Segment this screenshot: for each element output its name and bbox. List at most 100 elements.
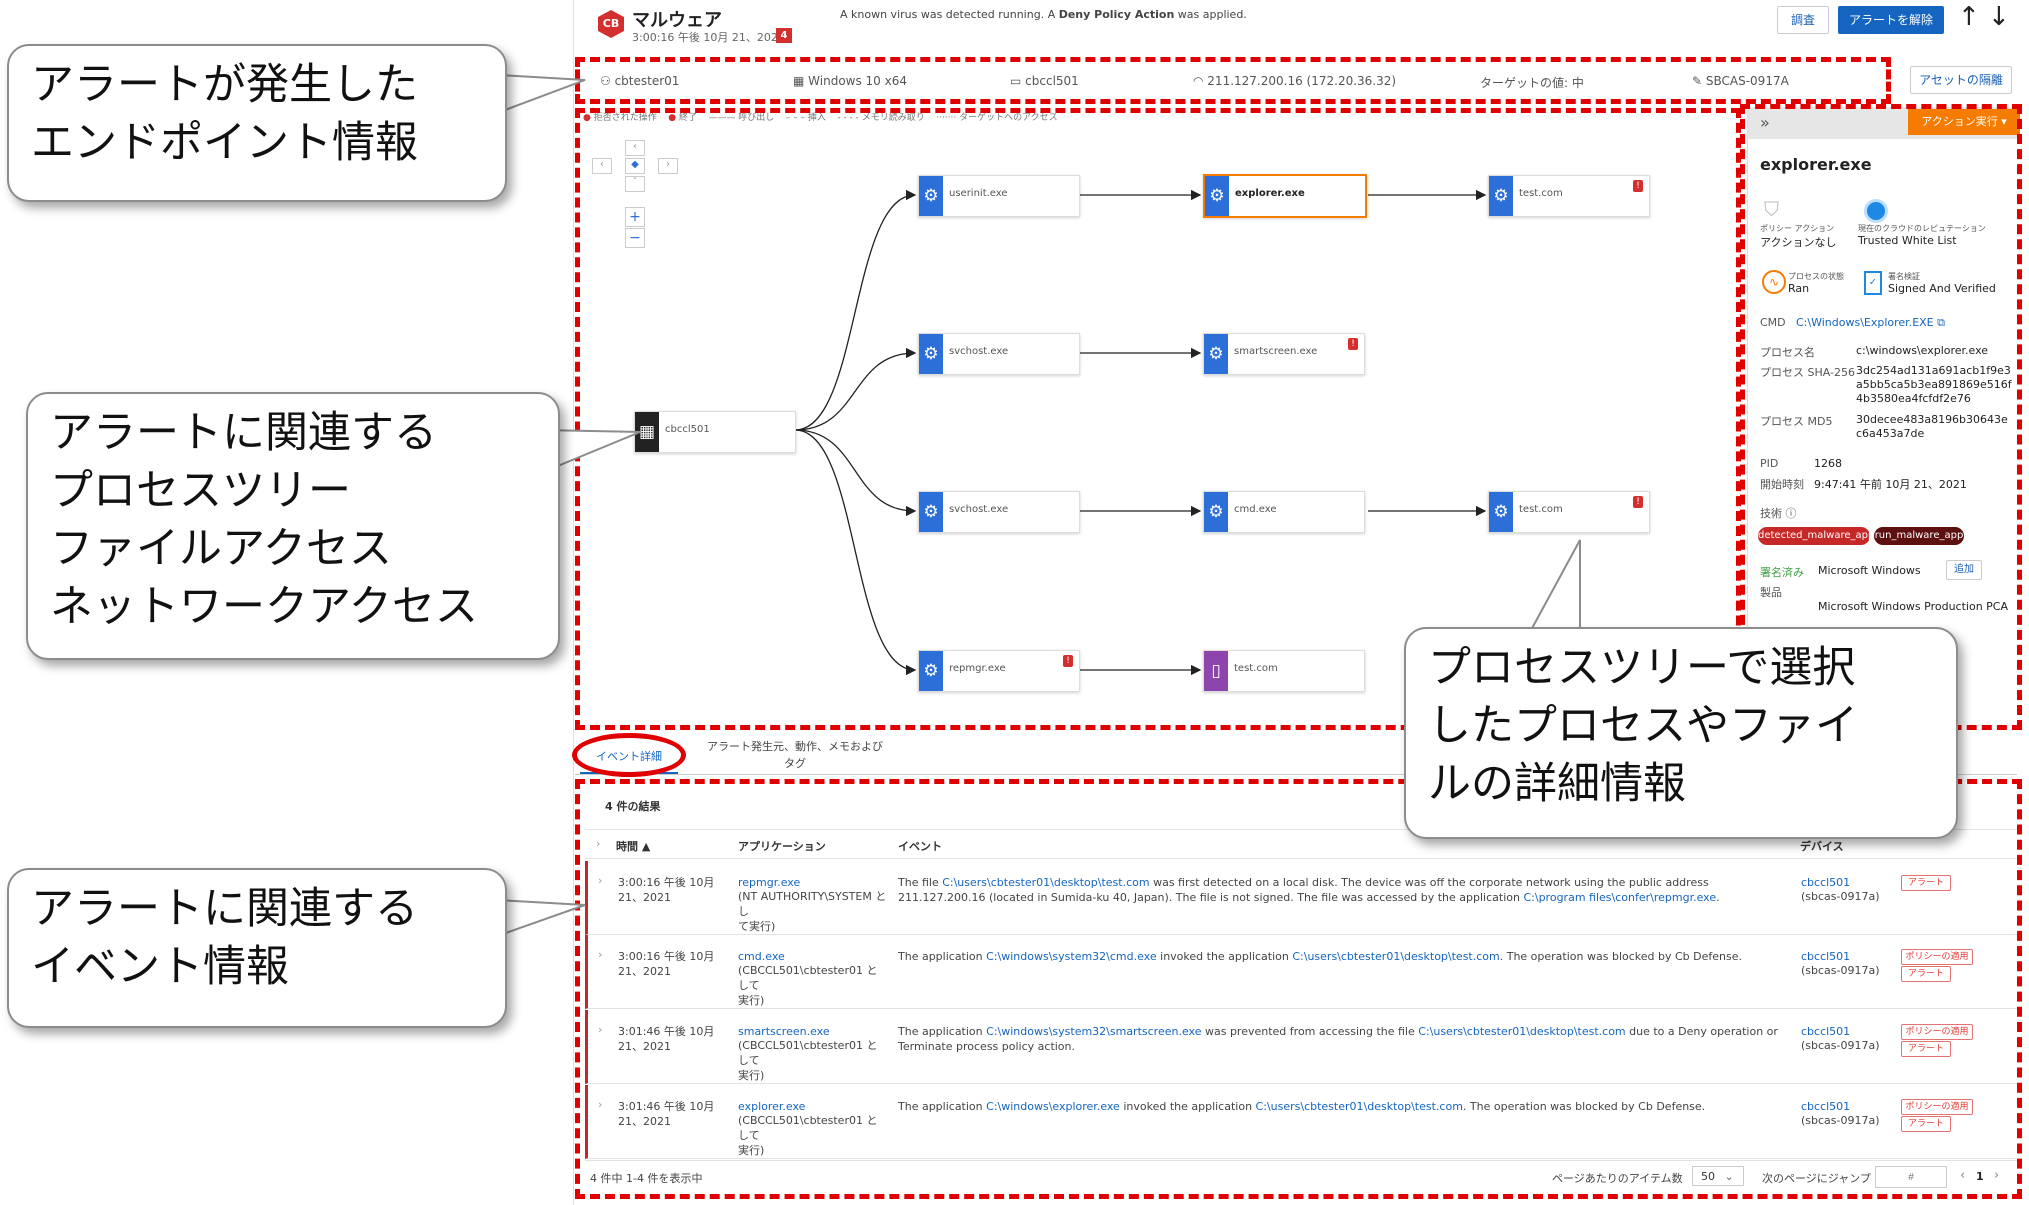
device-link[interactable]: cbccl501	[1801, 1100, 1851, 1113]
next-page-icon[interactable]: ›	[1994, 1168, 2000, 1183]
gear-icon: ⚙	[919, 334, 943, 374]
expand-row-icon[interactable]: ›	[598, 948, 603, 961]
process-detail-panel: » アクション実行 ▾ explorer.exe ⛉ ポリシー アクション アク…	[1747, 107, 2020, 702]
pan-right-button[interactable]: ›	[658, 158, 678, 174]
os-field: ▦ Windows 10 x64	[793, 74, 907, 88]
dismiss-alert-button[interactable]: アラートを解除	[1838, 6, 1944, 34]
app-link[interactable]: cmd.exe	[738, 950, 785, 963]
app-link[interactable]: smartscreen.exe	[738, 1025, 830, 1038]
node-svchost-2[interactable]: ⚙svchost.exe	[918, 491, 1080, 533]
path-link[interactable]: C:\users\cbtester01\desktop\test.com	[1255, 1100, 1463, 1113]
tag-run-malware[interactable]: run_malware_app	[1874, 527, 1964, 545]
center-button[interactable]: ◆	[625, 158, 645, 174]
path-link[interactable]: C:\users\cbtester01\desktop\test.com	[1418, 1025, 1626, 1038]
alert-badge-icon: !	[1633, 496, 1643, 508]
copy-icon[interactable]: ⧉	[1937, 316, 1945, 329]
alert-pill: アラート	[1901, 1041, 1951, 1057]
signature-icon: ✓	[1864, 271, 1882, 295]
target-value-field: ターゲットの値: 中	[1480, 76, 1584, 90]
path-link[interactable]: C:\windows\system32\cmd.exe	[986, 950, 1157, 963]
device-link[interactable]: cbccl501	[1801, 950, 1851, 963]
device-policy: (sbcas-0917a)	[1801, 890, 1880, 903]
legend-memory-read: - - - - メモリ読み取り	[837, 113, 925, 123]
event-text: . The operation was blocked by Cb Defens…	[1462, 1100, 1706, 1113]
pan-left-button[interactable]: ‹	[592, 158, 612, 174]
policy-field[interactable]: ✎ SBCAS-0917A	[1692, 74, 1789, 88]
pan-down-button[interactable]: ˇ	[625, 176, 645, 192]
md5-label: プロセス MD5	[1760, 415, 1833, 428]
signature-value: Signed And Verified	[1888, 282, 1996, 295]
node-cmd[interactable]: ⚙cmd.exe	[1203, 491, 1365, 533]
alert-pill: アラート	[1901, 966, 1951, 982]
gear-icon: ⚙	[1489, 492, 1513, 532]
path-link[interactable]: C:\program files\confer\repmgr.exe	[1523, 891, 1717, 904]
alert-type-title: マルウェア	[632, 10, 722, 31]
path-link[interactable]: C:\users\cbtester01\desktop\test.com	[942, 876, 1150, 889]
per-page-select[interactable]: 50 ⌄	[1692, 1166, 1744, 1186]
take-action-button[interactable]: アクション実行 ▾	[1908, 109, 2020, 135]
node-test-com-1[interactable]: ⚙test.com!	[1488, 175, 1650, 217]
investigate-button[interactable]: 調査	[1777, 6, 1829, 34]
node-test-com-file[interactable]: ▯test.com	[1203, 650, 1365, 692]
column-event[interactable]: イベント	[898, 840, 942, 853]
signed-value: Microsoft Windows	[1818, 564, 1921, 577]
callout-endpoint: アラートが発生した エンドポイント情報	[7, 44, 507, 202]
device-policy: (sbcas-0917a)	[1801, 1114, 1880, 1127]
tag-detected-malware[interactable]: detected_malware_app	[1758, 527, 1874, 545]
jump-page-input[interactable]	[1875, 1166, 1947, 1188]
path-link[interactable]: C:\users\cbtester01\desktop\test.com	[1292, 950, 1500, 963]
node-repmgr[interactable]: ⚙repmgr.exe!	[918, 650, 1080, 692]
expand-row-icon[interactable]: ›	[598, 1023, 603, 1036]
device-field[interactable]: ▭ cbccl501	[1010, 74, 1079, 88]
collapse-panel-icon[interactable]: »	[1760, 113, 1770, 132]
gear-icon: ⚙	[919, 492, 943, 532]
node-userinit[interactable]: ⚙userinit.exe	[918, 175, 1080, 217]
expand-all-icon[interactable]: ›	[596, 837, 601, 850]
device-link[interactable]: cbccl501	[1801, 876, 1851, 889]
node-explorer-selected[interactable]: ⚙explorer.exe	[1203, 174, 1367, 218]
user-field: ⚇ cbtester01	[600, 74, 680, 88]
previous-alert-arrow-icon[interactable]: ↑	[1958, 2, 1980, 32]
technique-label: 技術 ⓘ	[1760, 507, 1797, 520]
add-button[interactable]: 追加	[1946, 560, 1982, 580]
prev-page-icon[interactable]: ‹	[1960, 1168, 1966, 1183]
activity-icon: ∿	[1762, 270, 1786, 294]
zoom-in-button[interactable]: +	[625, 207, 645, 227]
graph-legend: ● 拒否された操作 ● 終了 ——— 呼び出し – – – 挿入 - - - -…	[583, 110, 1058, 123]
root-device-node[interactable]: ▦cbccl501	[634, 411, 796, 453]
gear-icon: ⚙	[919, 176, 943, 216]
help-icon[interactable]: ⓘ	[1785, 507, 1797, 520]
column-device[interactable]: デバイス	[1800, 840, 1844, 853]
path-link[interactable]: C:\windows\system32\smartscreen.exe	[986, 1025, 1202, 1038]
node-svchost-1[interactable]: ⚙svchost.exe	[918, 333, 1080, 375]
zoom-out-button[interactable]: −	[625, 228, 645, 248]
path-link[interactable]: C:\windows\explorer.exe	[986, 1100, 1120, 1113]
device-link[interactable]: cbccl501	[1801, 1025, 1851, 1038]
sha256-value: 3dc254ad131a691acb1f9e3a5bb5ca5b3ea89186…	[1856, 364, 2012, 405]
isolate-asset-button[interactable]: アセットの隔離	[1910, 66, 2012, 94]
next-alert-arrow-icon[interactable]: ↓	[1988, 2, 2010, 32]
event-text: invoked the application	[1119, 1100, 1256, 1113]
pan-up-button[interactable]: ‹	[625, 140, 645, 156]
reputation-icon	[1864, 199, 1888, 223]
tab-alert-origin[interactable]: アラート発生元、動作、メモおよびタグ	[707, 740, 883, 770]
legend-target-access: ······· ターゲットへのアクセス	[936, 113, 1058, 123]
node-smartscreen[interactable]: ⚙smartscreen.exe!	[1203, 333, 1365, 375]
expand-row-icon[interactable]: ›	[598, 874, 603, 887]
cmd-value-link[interactable]: C:\Windows\Explorer.EXE ⧉	[1796, 316, 1945, 329]
node-test-com-2[interactable]: ⚙test.com!	[1488, 491, 1650, 533]
event-time: 3:00:16 午後 10月 21、2021	[618, 876, 715, 904]
policy-action-value: アクションなし	[1760, 236, 1837, 249]
app-user: (CBCCL501\cbtester01 として 実行)	[738, 1114, 878, 1157]
column-time[interactable]: 時間 ▲	[616, 840, 651, 853]
app-link[interactable]: repmgr.exe	[738, 876, 801, 889]
column-application[interactable]: アプリケーション	[738, 840, 826, 853]
app-link[interactable]: explorer.exe	[738, 1100, 806, 1113]
expand-row-icon[interactable]: ›	[598, 1098, 603, 1111]
